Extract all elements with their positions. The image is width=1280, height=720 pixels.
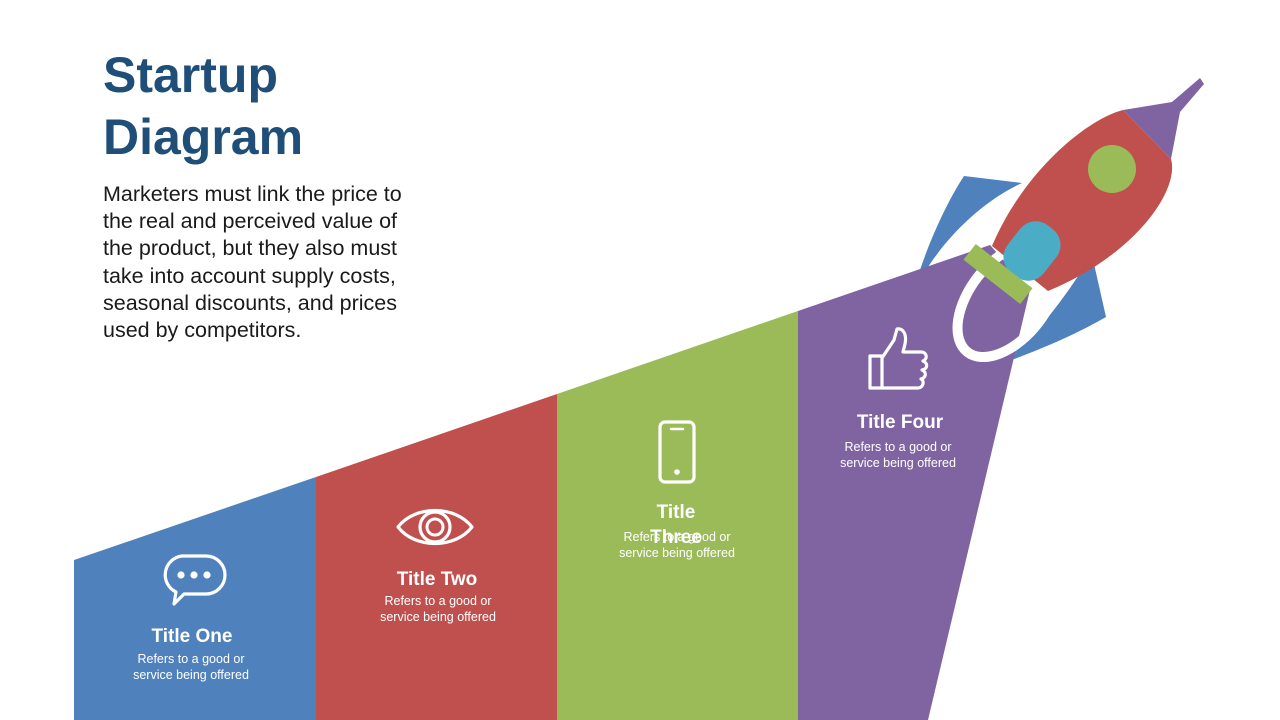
- step-one-description: Refers to a good or service being offere…: [133, 652, 249, 682]
- page-title-line-1: Startup: [103, 47, 278, 103]
- step-one-band: [74, 477, 316, 720]
- rocket-fin-lower: [995, 255, 1106, 366]
- step-three-band: [557, 311, 798, 720]
- step-four-title: Title Four: [856, 412, 944, 433]
- step-two-title: Title Two: [396, 569, 478, 590]
- rocket-fin-upper: [912, 176, 1022, 295]
- page-title: Startup Diagram: [103, 44, 303, 168]
- step-three-description: Refers to a good or service being offere…: [619, 530, 735, 560]
- thumbs-up-icon: [868, 327, 929, 390]
- body-text: Marketers must link the price to the rea…: [103, 182, 402, 343]
- step-three-title: Title Three: [650, 502, 702, 548]
- chat-bubble-icon: [163, 554, 227, 606]
- step-two-description: Refers to a good or service being offere…: [380, 594, 496, 624]
- smartphone-icon: [658, 420, 696, 484]
- rocket-nose: [1123, 78, 1204, 159]
- rocket-flame: [1003, 221, 1061, 281]
- rocket-window: [1088, 145, 1136, 193]
- step-one-title: Title One: [151, 626, 233, 647]
- page-title-line-2: Diagram: [103, 109, 304, 165]
- rocket: [952, 78, 1204, 363]
- eye-icon: [396, 508, 474, 546]
- step-two-band: [316, 394, 557, 720]
- step-four-description: Refers to a good or service being offere…: [840, 440, 956, 470]
- step-four-band: [798, 245, 1030, 720]
- rocket-nozzle: [963, 243, 1033, 305]
